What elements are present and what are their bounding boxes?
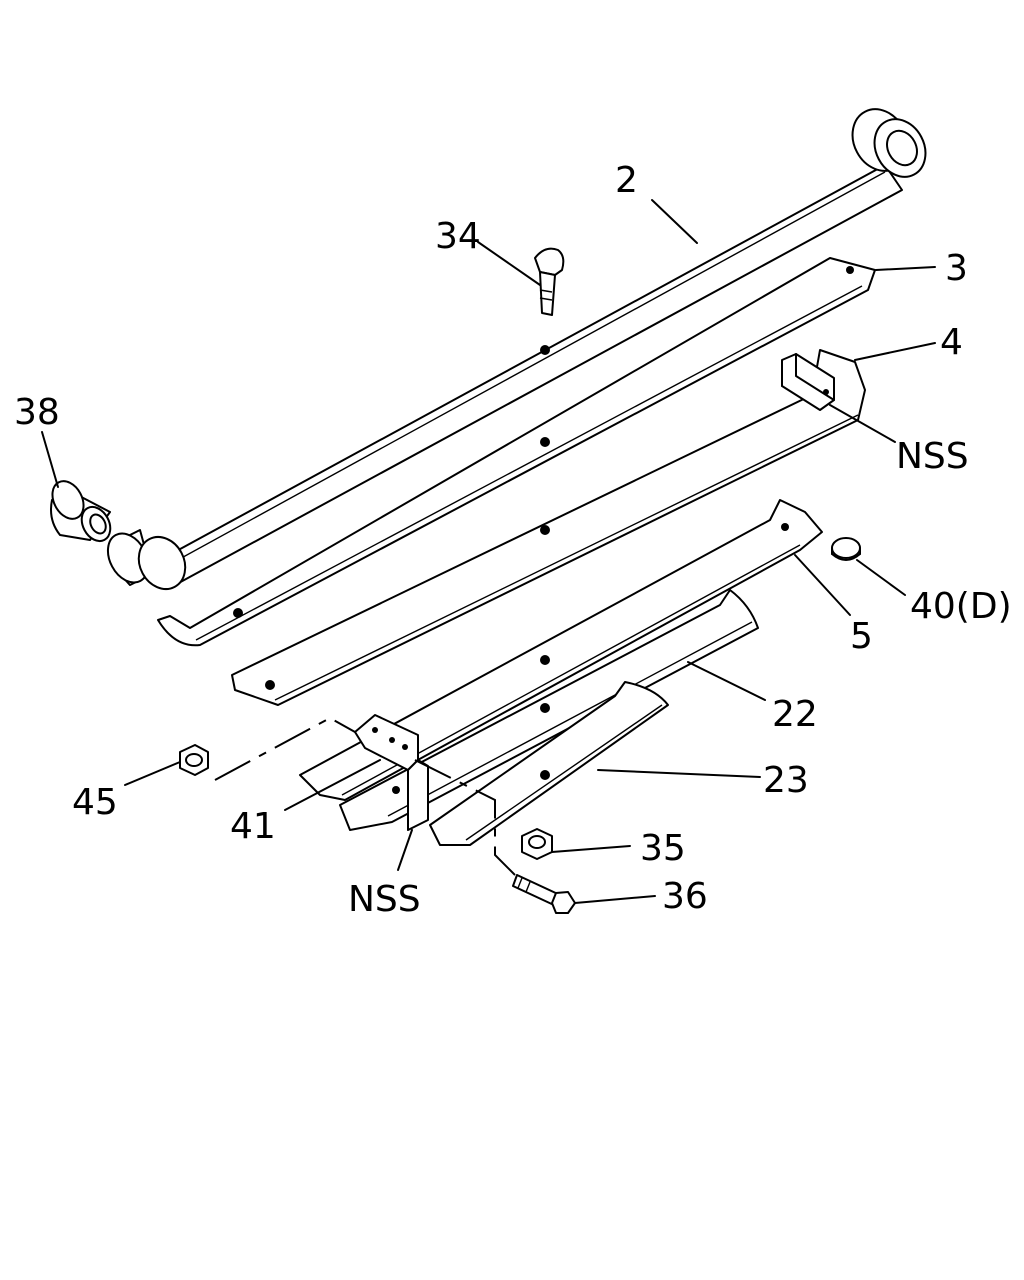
callout-36: 36: [662, 876, 708, 917]
callout-22: 22: [772, 694, 818, 735]
callout-35: 35: [640, 828, 686, 869]
callout-41: 41: [230, 806, 276, 847]
clip-bracket-part-41: [354, 714, 429, 831]
callout-45: 45: [72, 782, 118, 823]
leaf-eye-right: [851, 108, 927, 178]
rebound-clip-upper: [781, 353, 835, 411]
callout-38: 38: [14, 392, 60, 433]
bolt-part-36: [512, 874, 576, 914]
nut-part-35: [521, 828, 553, 860]
leader-lines: [41, 199, 936, 904]
center-bolt-part-34: [534, 247, 565, 316]
leaf-part-3: [157, 257, 876, 647]
leaf-part-4: [231, 349, 866, 706]
callout-2: 2: [615, 160, 638, 201]
callout-5: 5: [850, 616, 873, 657]
callout-34: 34: [435, 216, 481, 257]
callout-nss-upper: NSS: [896, 436, 969, 477]
callout-4: 4: [940, 322, 963, 363]
callout-40d: 40(D): [910, 586, 1012, 627]
leaf-part-22: [339, 589, 759, 831]
assembly-centerlines: [214, 716, 516, 876]
bushing-part-38: [50, 480, 112, 543]
nut-part-45: [179, 744, 209, 776]
callout-3: 3: [945, 248, 968, 289]
spacer-part-40: [831, 537, 861, 561]
callout-23: 23: [763, 760, 809, 801]
leaf-eye-left: [106, 529, 187, 590]
leaf-part-23: [429, 681, 669, 846]
callout-nss-lower: NSS: [348, 879, 421, 920]
